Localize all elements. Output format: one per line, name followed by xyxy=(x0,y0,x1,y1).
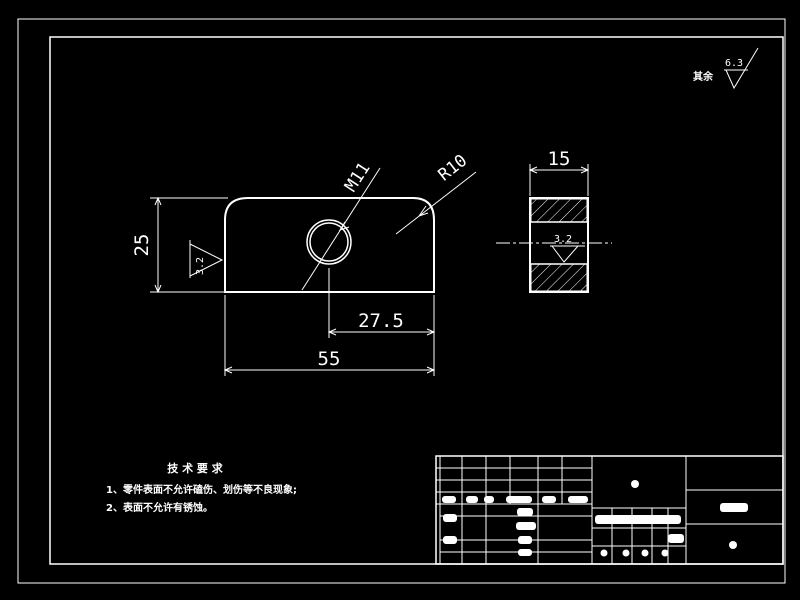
title-block-mark xyxy=(729,541,737,549)
title-block-mark xyxy=(542,496,556,503)
surface-finish-left-value: 3.2 xyxy=(195,257,206,275)
dim-length-label: 55 xyxy=(318,348,341,370)
surface-finish-bore-icon xyxy=(550,245,585,263)
section-bore-lines xyxy=(530,221,588,265)
dim-hole-offset-lines xyxy=(327,268,436,338)
title-block-mark xyxy=(516,522,536,530)
title-block-mark xyxy=(484,496,494,503)
title-block-mark xyxy=(518,536,532,544)
leader-radius xyxy=(395,171,477,235)
section-hatch-top xyxy=(530,198,588,223)
title-block-blurred-text xyxy=(442,480,748,557)
surface-finish-bore-value: 3.2 xyxy=(554,234,572,245)
title-block-mark xyxy=(517,508,533,516)
title-block-mark xyxy=(442,496,456,503)
title-block-mark xyxy=(518,549,532,556)
section-hatch-bottom xyxy=(530,263,588,292)
dim-length-lines xyxy=(223,295,436,376)
title-block-mark xyxy=(466,496,478,503)
threaded-hole-inner xyxy=(309,222,349,262)
tech-requirements-title: 技 术 要 求 xyxy=(167,461,223,475)
drawing-inner-frame xyxy=(49,36,784,565)
drawing-border xyxy=(17,18,786,584)
dim-thickness-lines xyxy=(528,164,590,196)
title-block-mark xyxy=(641,549,649,557)
surface-finish-symbol-icon xyxy=(724,47,759,90)
dim-height-label: 25 xyxy=(131,234,153,257)
title-block-mark xyxy=(661,549,669,557)
dim-thickness-label: 15 xyxy=(548,148,571,170)
title-block-mark xyxy=(443,536,457,544)
title-block-grid xyxy=(436,456,783,564)
threaded-hole-outer xyxy=(306,219,352,265)
section-view xyxy=(496,164,612,293)
title-block-mark xyxy=(668,534,684,543)
title-block-mark xyxy=(631,480,639,488)
title-block-frame xyxy=(435,455,784,565)
title-block-mark xyxy=(443,514,457,522)
surface-finish-left-icon xyxy=(189,240,224,278)
surface-finish-other: 其余 6.3 xyxy=(693,47,759,90)
title-block-mark xyxy=(506,496,532,503)
front-view xyxy=(150,167,477,376)
tech-requirement-item: 1、零件表面不允许磕伤、划伤等不良现象; xyxy=(106,483,297,496)
surface-finish-other-value: 6.3 xyxy=(725,58,743,69)
tech-requirement-item: 2、表面不允许有锈蚀。 xyxy=(106,501,213,514)
title-block-mark xyxy=(568,496,588,503)
title-block-mark xyxy=(595,515,681,524)
dim-thread-label: M11 xyxy=(341,159,375,196)
dim-height-lines xyxy=(150,196,228,294)
title-block-mark xyxy=(622,549,630,557)
title-block-mark xyxy=(600,549,608,557)
leader-thread xyxy=(301,167,381,291)
section-outline xyxy=(529,197,589,293)
surface-finish-other-label: 其余 xyxy=(693,70,714,83)
title-block-mark xyxy=(720,503,748,512)
dim-hole-offset-label: 27.5 xyxy=(358,310,404,332)
part-outline xyxy=(224,197,435,293)
title-block xyxy=(435,455,784,565)
